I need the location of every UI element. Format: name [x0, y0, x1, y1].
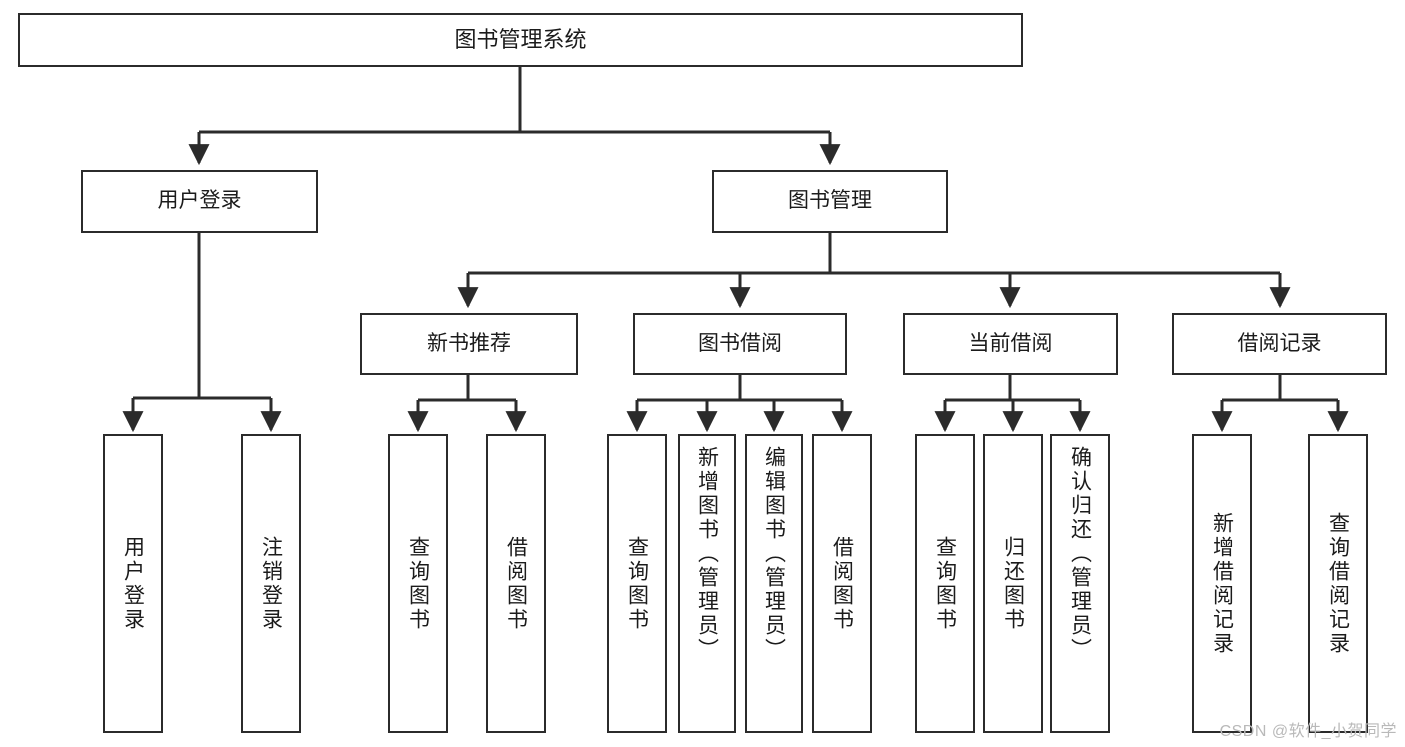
node-label: 新增借阅记录 [1210, 511, 1234, 656]
leaf-borrow-add-book-admin[interactable]: 新增图书（管理员） [678, 434, 736, 733]
node-label: 归还图书 [1001, 535, 1025, 632]
node-book-borrow[interactable]: 图书借阅 [633, 313, 847, 375]
node-label: 注销登录 [259, 535, 283, 632]
node-label: 新书推荐 [427, 331, 511, 355]
leaf-borrow-query-book[interactable]: 查询图书 [607, 434, 667, 733]
node-label: 借阅图书 [830, 535, 854, 632]
node-label: 查询借阅记录 [1326, 511, 1350, 656]
node-label: 查询图书 [625, 535, 649, 632]
node-label: 用户登录 [121, 535, 145, 632]
leaf-user-login-logout[interactable]: 注销登录 [241, 434, 301, 733]
leaf-record-query-record[interactable]: 查询借阅记录 [1308, 434, 1368, 733]
node-label: 图书管理系统 [454, 27, 587, 53]
node-label: 编辑图书（管理员） [762, 446, 786, 662]
node-user-login[interactable]: 用户登录 [81, 170, 318, 233]
node-current-borrow[interactable]: 当前借阅 [903, 313, 1118, 375]
leaf-borrow-borrow-book[interactable]: 借阅图书 [812, 434, 872, 733]
node-label: 借阅图书 [504, 535, 528, 632]
leaf-recommend-borrow-book[interactable]: 借阅图书 [486, 434, 546, 733]
leaf-user-login-login[interactable]: 用户登录 [103, 434, 163, 733]
leaf-current-return-book[interactable]: 归还图书 [983, 434, 1043, 733]
node-book-management[interactable]: 图书管理 [712, 170, 948, 233]
node-borrow-record[interactable]: 借阅记录 [1172, 313, 1387, 375]
csdn-watermark: CSDN @软件_小贺同学 [1219, 723, 1397, 740]
node-new-book-recommend[interactable]: 新书推荐 [360, 313, 578, 375]
node-root-system[interactable]: 图书管理系统 [18, 13, 1023, 67]
node-label: 确认归还（管理员） [1068, 446, 1092, 662]
node-label: 用户登录 [157, 189, 242, 213]
node-label: 查询图书 [406, 535, 430, 632]
node-label: 当前借阅 [968, 331, 1053, 355]
node-label: 借阅记录 [1237, 331, 1322, 355]
node-label: 图书管理 [788, 189, 872, 213]
node-label: 图书借阅 [698, 331, 782, 355]
leaf-current-query-book[interactable]: 查询图书 [915, 434, 975, 733]
leaf-recommend-query-book[interactable]: 查询图书 [388, 434, 448, 733]
leaf-current-confirm-return-admin[interactable]: 确认归还（管理员） [1050, 434, 1110, 733]
node-label: 查询图书 [933, 535, 957, 632]
node-label: 新增图书（管理员） [695, 446, 719, 662]
leaf-record-add-record[interactable]: 新增借阅记录 [1192, 434, 1252, 733]
leaf-borrow-edit-book-admin[interactable]: 编辑图书（管理员） [745, 434, 803, 733]
